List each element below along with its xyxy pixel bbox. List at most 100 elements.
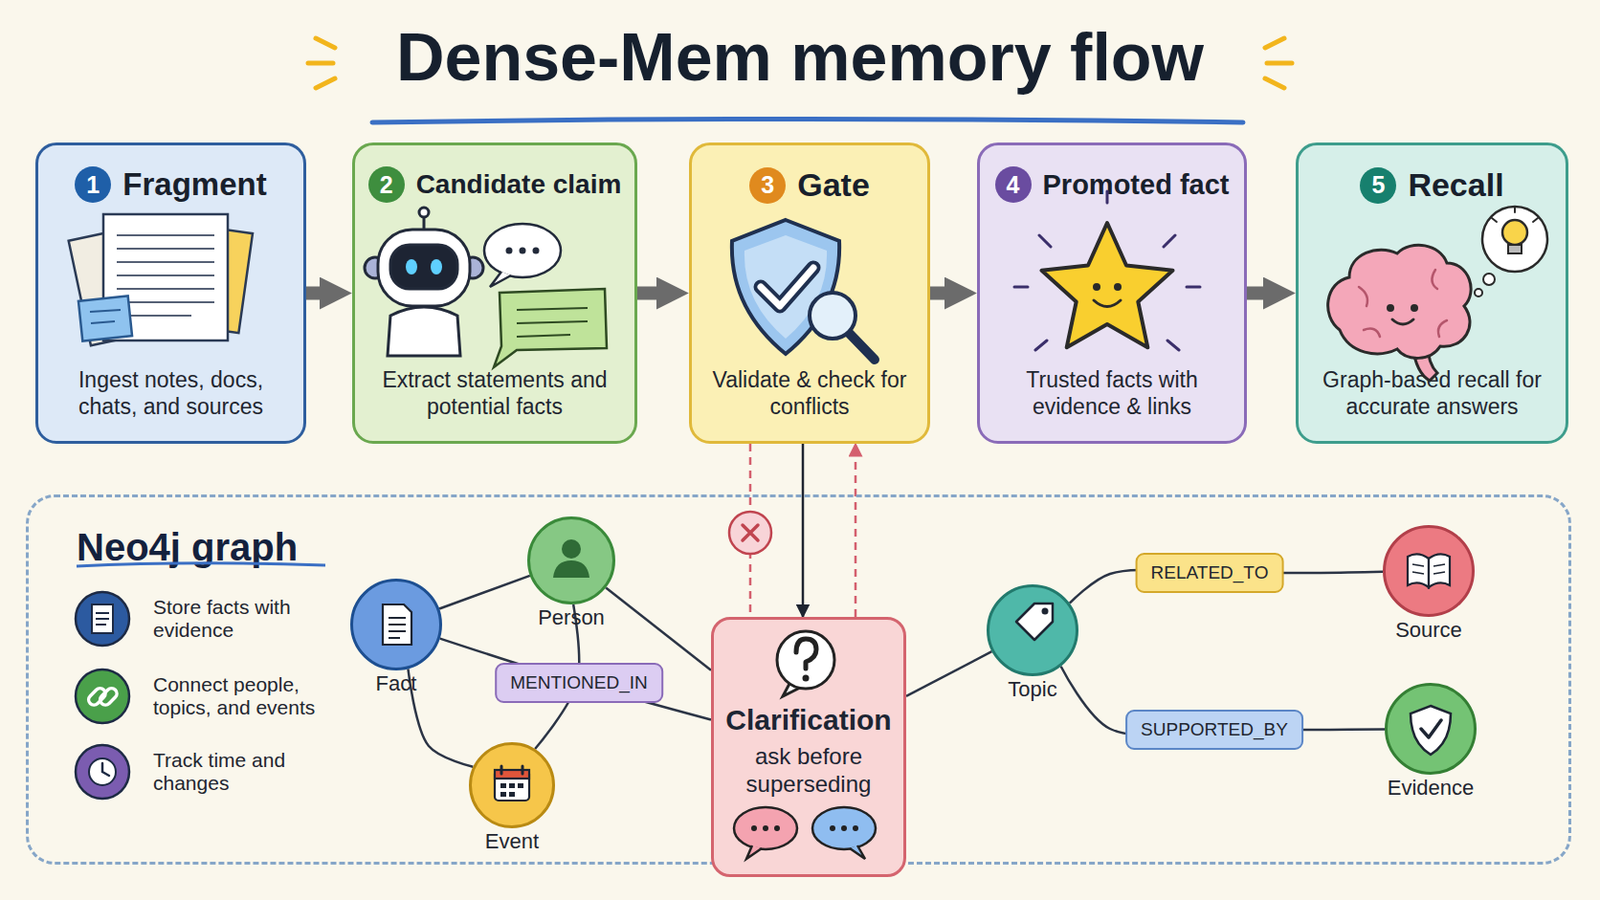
step-description: Extract statements and potential facts <box>370 366 620 421</box>
graph-node-icons <box>509 783 515 789</box>
process-box: 3 GateValidate & check for conflicts <box>688 142 931 445</box>
graph-node-icons <box>500 792 507 798</box>
brain-icon <box>1328 244 1471 358</box>
brain-icon <box>1386 304 1395 312</box>
graph-node: Person <box>527 516 616 605</box>
node-label: Person <box>537 605 605 631</box>
clarification-icons <box>733 631 876 860</box>
graph-node-icons <box>553 560 590 578</box>
robot-icon <box>419 207 429 218</box>
reject-mark <box>729 511 772 555</box>
step-title: Recall <box>1407 166 1504 204</box>
legend-text: Track time and changes <box>153 749 335 796</box>
graph-node-icons <box>509 792 515 798</box>
robot-icon <box>484 223 561 278</box>
graph-title-underline <box>76 563 326 567</box>
brain-icon <box>1392 319 1414 325</box>
legend-text: Connect people, topics, and events <box>153 673 335 720</box>
shield-icon <box>760 267 814 307</box>
shield-icon <box>732 220 840 355</box>
shield-icon <box>848 333 875 360</box>
clarification-icons <box>774 825 780 832</box>
step-title: Gate <box>797 166 870 204</box>
step-description: Validate & check for conflicts <box>707 366 912 421</box>
graph-node-icons <box>1042 608 1049 616</box>
brain-icon <box>1412 344 1438 381</box>
robot-icon <box>462 257 484 279</box>
clarification-icons <box>829 825 836 832</box>
graph-node: Topic <box>986 584 1079 677</box>
graph-node-icons <box>500 783 507 789</box>
step-number: 4 <box>995 166 1032 203</box>
graph-edge <box>439 576 531 610</box>
graph-edge <box>1069 570 1383 604</box>
title-decoration <box>1265 38 1292 89</box>
flow-arrow <box>637 287 667 301</box>
robot-icon <box>493 288 607 368</box>
group-title: Neo4j graph <box>76 526 298 570</box>
robot-icon <box>519 247 527 255</box>
step-number: 3 <box>749 167 786 204</box>
step-header: 4 Promoted fact <box>979 166 1245 203</box>
title-decoration <box>372 119 1244 124</box>
feedback-arrow <box>749 444 753 618</box>
graph-edge <box>440 639 712 721</box>
legend-icons <box>95 613 110 625</box>
node-label: Fact <box>376 671 418 697</box>
step-header: 5Recall <box>1298 166 1566 204</box>
brain-icon <box>1410 304 1419 312</box>
step-header: 1Fragment <box>38 166 304 203</box>
box-title: Clarification <box>713 704 904 737</box>
brain-icon <box>1474 288 1483 297</box>
step-title: Promoted fact <box>1043 169 1230 201</box>
graph-node-icons <box>517 783 524 789</box>
graph-edge <box>407 668 473 767</box>
clarification-icons <box>802 675 810 683</box>
flow-arrow <box>306 287 330 301</box>
flow-arrow <box>930 287 955 301</box>
documents-icon <box>78 295 133 341</box>
legend-icons <box>75 592 130 800</box>
process-box: 1FragmentIngest notes, docs, chats, and … <box>35 142 307 445</box>
robot-icon <box>430 259 443 275</box>
node-label: Event <box>485 829 539 855</box>
star-icon <box>1042 222 1174 348</box>
legend-text: Store facts with evidence <box>153 596 335 643</box>
graph-node-icons <box>1412 564 1445 575</box>
graph-title-underline <box>76 563 326 567</box>
brain-icon <box>1483 273 1495 286</box>
robot-icon <box>405 259 418 275</box>
clarification-icons <box>746 845 762 860</box>
graph-node: Event <box>468 742 556 829</box>
node-label: Evidence <box>1387 776 1475 801</box>
star-icon <box>1092 283 1101 291</box>
clarification-icons <box>782 682 802 697</box>
shield-icon <box>744 235 827 339</box>
graph-node-icons <box>388 618 406 639</box>
flow-arrow <box>1246 287 1273 301</box>
robot-icon <box>387 307 461 356</box>
brain-icon <box>1358 269 1447 337</box>
feedback-arrow <box>854 444 858 618</box>
graph-edge <box>1061 666 1385 735</box>
shield-icon <box>732 220 875 360</box>
graph-edge <box>906 651 992 697</box>
process-box: 2Candidate claimExtract statements and p… <box>352 142 638 445</box>
robot-icon <box>364 257 386 279</box>
box-description: ask before superseding <box>727 742 890 799</box>
documents-icon <box>116 235 215 316</box>
star-icon <box>1093 300 1121 308</box>
robot-icon <box>364 207 607 368</box>
reject-mark <box>729 511 772 555</box>
star-icon <box>1014 191 1200 351</box>
graph-node: Evidence <box>1384 683 1477 776</box>
step-header: 3 Gate <box>691 166 928 204</box>
brain-icon <box>1482 206 1548 272</box>
clarification-icons <box>796 639 817 669</box>
step-description: Trusted facts with evidence & links <box>995 366 1229 421</box>
step-description: Ingest notes, docs, chats, and sources <box>53 366 289 421</box>
robot-icon <box>489 271 512 288</box>
graph-node-icons <box>1421 720 1442 738</box>
legend-icons <box>75 669 130 724</box>
